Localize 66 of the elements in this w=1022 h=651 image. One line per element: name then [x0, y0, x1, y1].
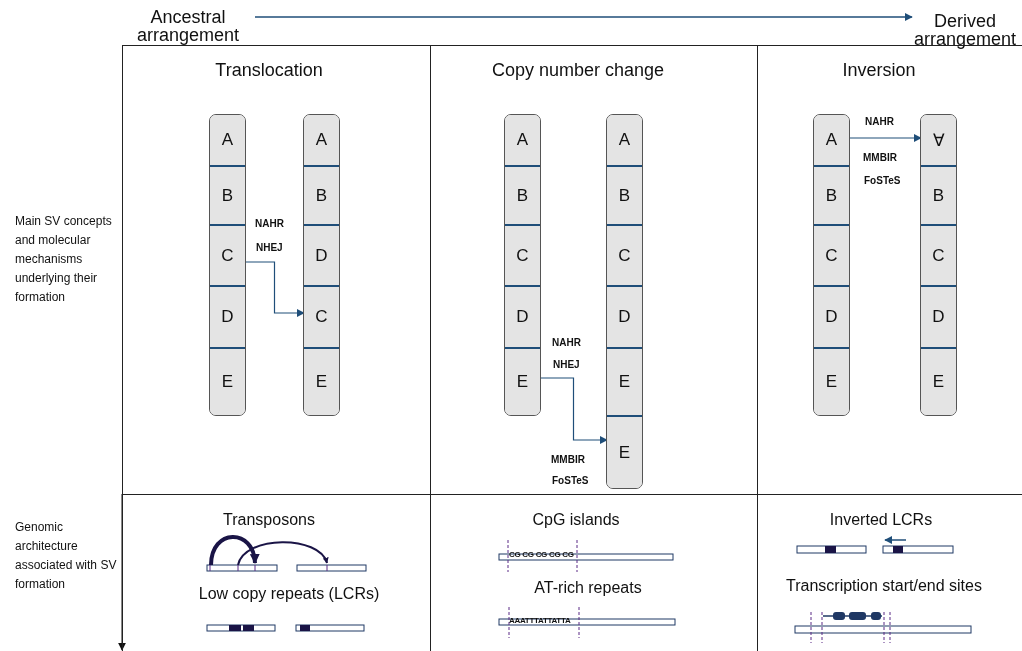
panel-heading: Copy number change: [491, 60, 665, 81]
arrow: [539, 377, 608, 444]
chromosome-segment: E: [921, 347, 956, 415]
panel-heading: Low copy repeats (LCRs): [198, 585, 380, 603]
chromosome-segment: A: [505, 115, 540, 165]
mechanism-label: MMBIR: [551, 454, 585, 465]
chromosome-segment: D: [607, 285, 642, 347]
chromosome-segment: B: [607, 165, 642, 224]
chromosome-segment: B: [814, 165, 849, 224]
chromosome: [209, 114, 246, 416]
row-label: Main SV concepts and molecular mechanisms underlying their formation: [15, 213, 113, 306]
mechanism-label: NHEJ: [553, 359, 580, 370]
panel-heading: Translocation: [215, 60, 323, 81]
chromosome-segment: A: [210, 115, 245, 165]
chromosome-segment: E: [607, 415, 642, 488]
arrow: [244, 261, 305, 317]
mechanism-label: NHEJ: [256, 242, 283, 253]
chromosome-segment: D: [210, 285, 245, 347]
panel-heading: Inverted LCRs: [829, 511, 933, 529]
chromosome-segment: B: [921, 165, 956, 224]
panel: [122, 45, 431, 494]
chromosome: [920, 114, 957, 416]
chromosome: [813, 114, 850, 416]
chromosome-segment: A: [607, 115, 642, 165]
chromosome: [504, 114, 541, 416]
row-label: Genomic architecture associated with SV formation: [15, 519, 118, 593]
chromosome-segment: C: [505, 224, 540, 285]
panel-heading: CpG islands: [532, 511, 620, 529]
sequence-text: CG CG CG CG CG: [509, 551, 574, 559]
chromosome-segment: A: [304, 115, 339, 165]
axis-end-label: Derived arrangement: [912, 12, 1018, 48]
chromosome-segment: B: [505, 165, 540, 224]
chromosome-segment: C: [210, 224, 245, 285]
chromosome-segment: D: [304, 224, 339, 285]
arrow: [848, 134, 922, 142]
chromosome-segment: B: [304, 165, 339, 224]
chromosome-segment: C: [607, 224, 642, 285]
mechanism-label: FoSTeS: [552, 475, 589, 486]
chromosome-segment: B: [210, 165, 245, 224]
panel-heading: Transcription start/end sites: [786, 577, 982, 595]
chromosome-segment: E: [814, 347, 849, 415]
mechanism-label: NAHR: [865, 116, 894, 127]
chromosome: [303, 114, 340, 416]
mechanism-label: MMBIR: [863, 152, 897, 163]
panel-heading: Inversion: [842, 60, 916, 81]
chromosome-segment: E: [505, 347, 540, 415]
chromosome-segment: C: [921, 224, 956, 285]
panel-heading: AT-rich repeats: [534, 579, 642, 597]
mechanism-label: NAHR: [255, 218, 284, 229]
panel-heading: Transposons: [223, 511, 315, 529]
chromosome-segment: A: [814, 115, 849, 165]
mechanism-label: FoSTeS: [864, 175, 901, 186]
chromosome-segment: E: [607, 347, 642, 415]
axis-end-label: Ancestral arrangement: [135, 8, 241, 44]
chromosome-segment: ∀: [921, 115, 956, 165]
sequence-text: AAATTTATTATTA: [509, 617, 571, 625]
chromosome-segment: E: [210, 347, 245, 415]
mechanism-label: NAHR: [552, 337, 581, 348]
chromosome: [606, 114, 643, 489]
chromosome-segment: D: [814, 285, 849, 347]
chromosome-segment: C: [814, 224, 849, 285]
chromosome-segment: D: [505, 285, 540, 347]
chromosome-segment: E: [304, 347, 339, 415]
chromosome-segment: C: [304, 285, 339, 347]
panel: [122, 494, 431, 651]
chromosome-segment: D: [921, 285, 956, 347]
